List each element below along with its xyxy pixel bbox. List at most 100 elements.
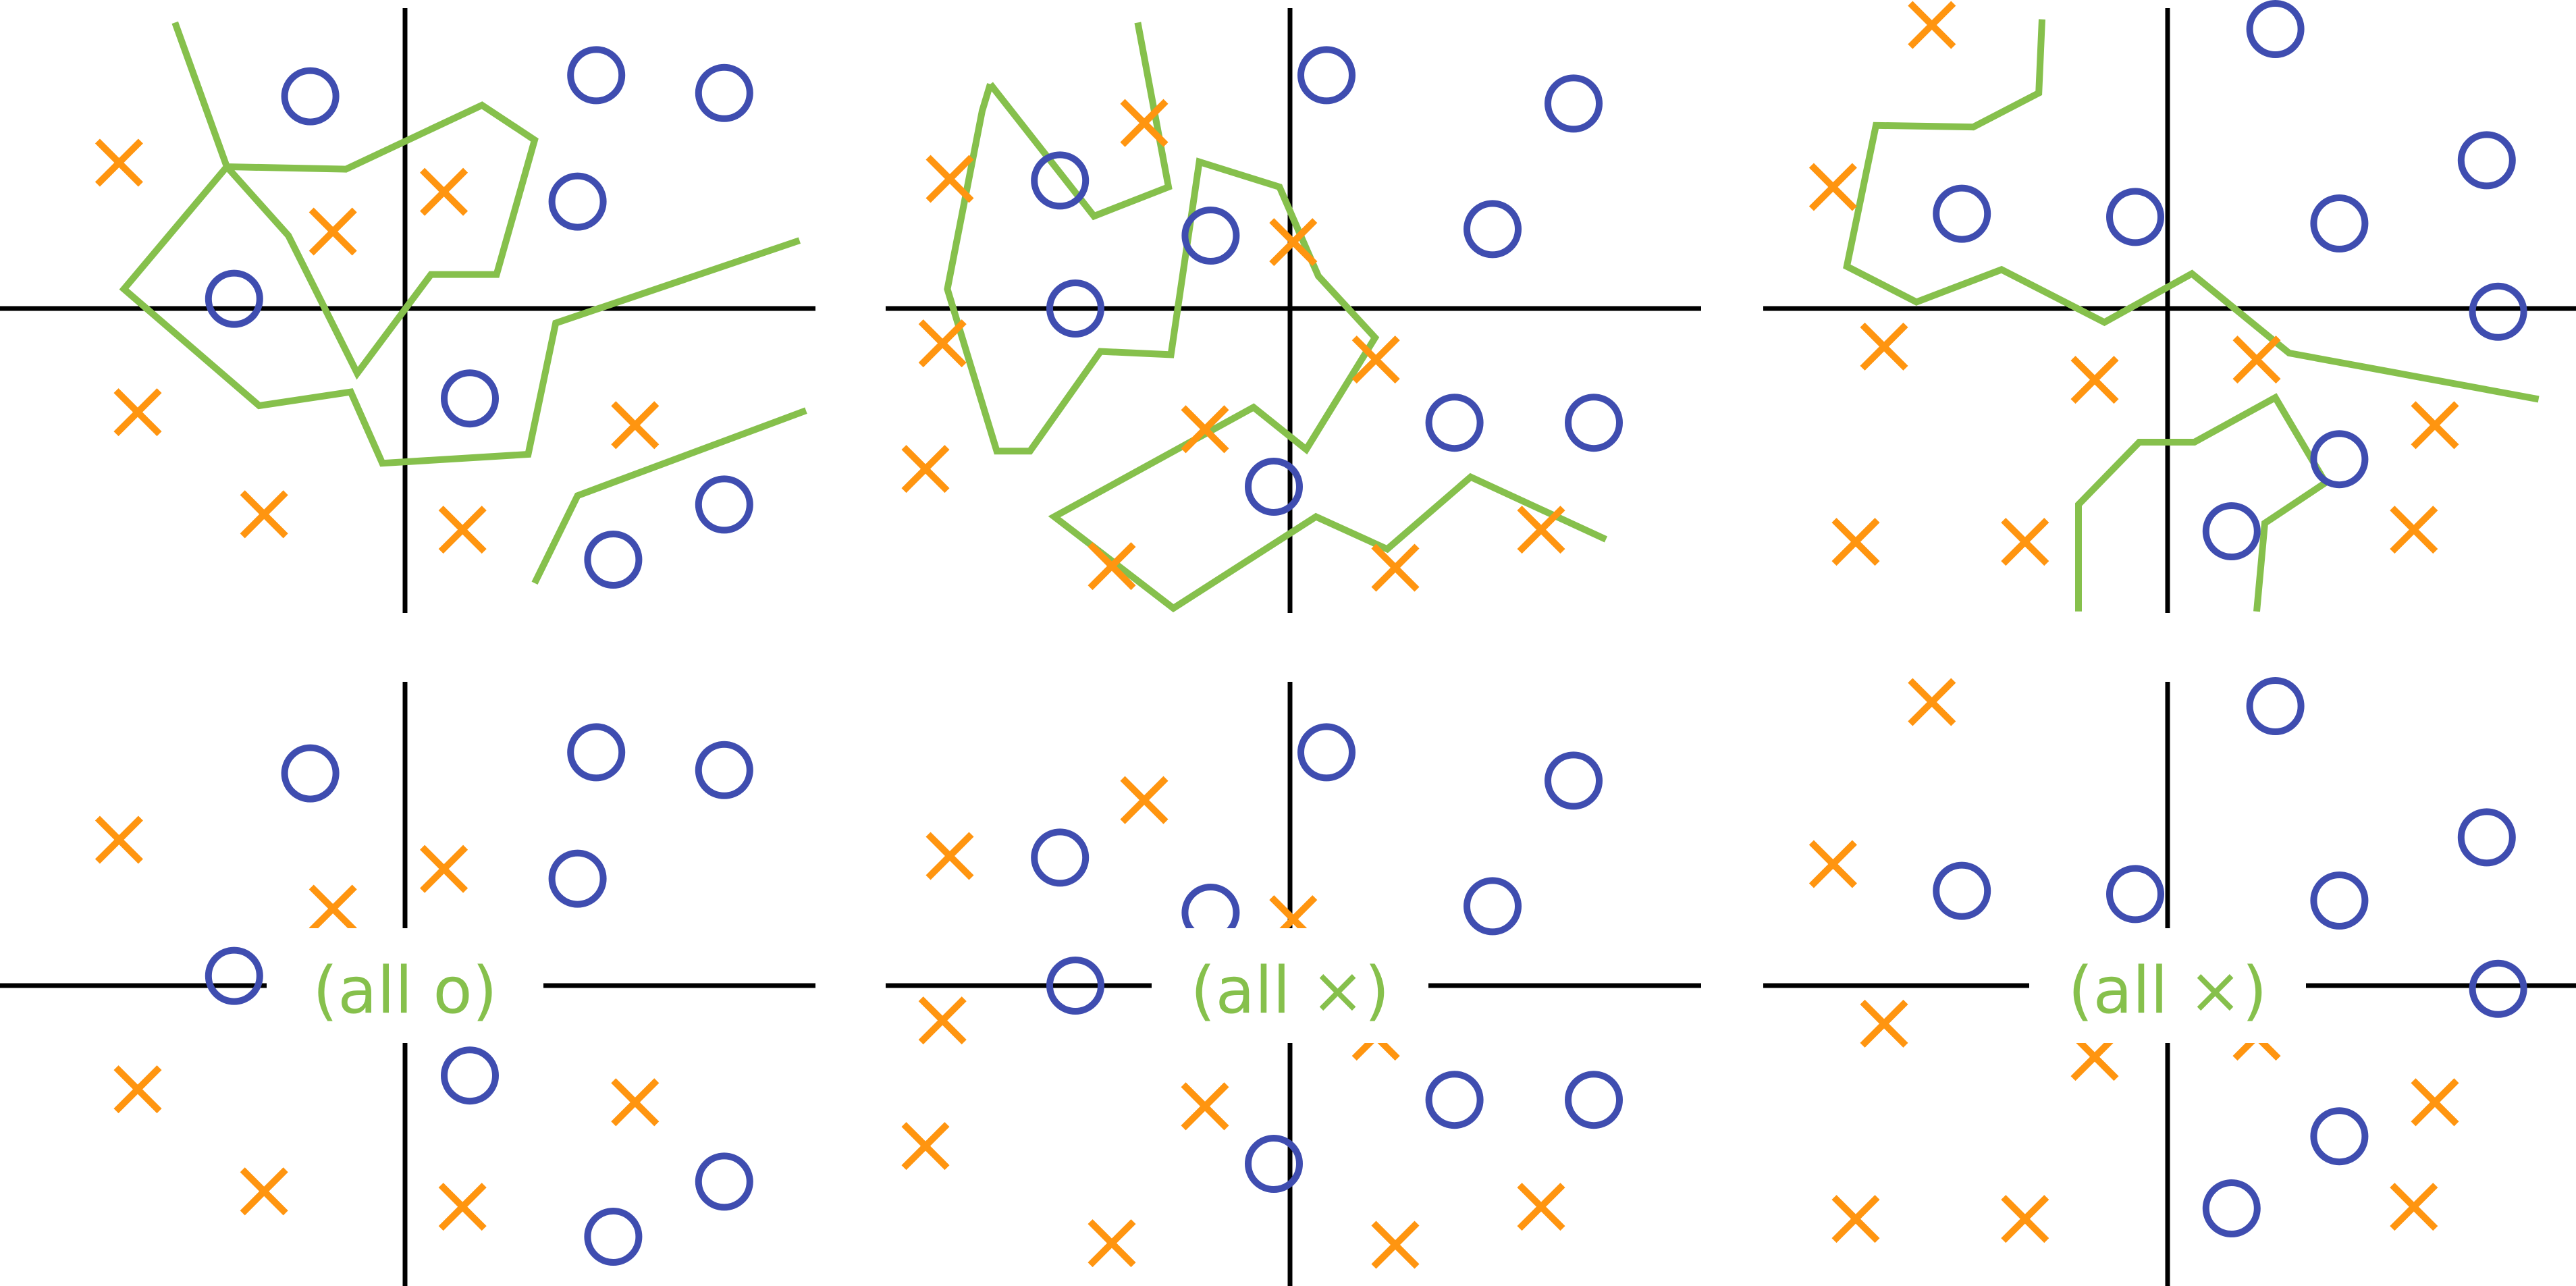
circle-marker (1245, 1135, 1303, 1193)
panel-bottom-right: (all ×) (1763, 677, 2576, 1286)
decision-boundary-1 (1843, 19, 2540, 403)
cross-marker (1831, 1195, 1880, 1243)
cross-marker (2411, 1078, 2459, 1127)
panel-top-right (1763, 0, 2576, 613)
circle-marker (1297, 723, 1356, 782)
cross-marker (113, 1065, 162, 1114)
cross-marker (925, 155, 974, 203)
cross-marker (240, 1167, 288, 1216)
circle-marker (548, 849, 607, 908)
cross-marker (901, 445, 950, 493)
cross-marker (918, 319, 967, 368)
cross-marker (1120, 99, 1169, 147)
circle-marker (695, 63, 753, 122)
circle-marker (2106, 865, 2164, 923)
cross-marker (1351, 336, 1400, 384)
cross-marker (308, 884, 357, 933)
cross-marker (2411, 401, 2459, 450)
circle-marker (1565, 1071, 1623, 1129)
cross-marker (95, 815, 143, 864)
cross-marker (2390, 1183, 2438, 1231)
circle-marker (2246, 677, 2305, 735)
cross-marker (2390, 506, 2438, 554)
panel-top-mid (886, 8, 1701, 613)
circle-marker (2469, 959, 2527, 1018)
cross-marker (611, 401, 660, 450)
circle-marker (1031, 151, 1090, 210)
cross-marker (1908, 678, 1956, 726)
circle-marker (1425, 1071, 1484, 1129)
caption-group: (all ×) (2029, 928, 2306, 1043)
circle-marker (1046, 957, 1104, 1015)
caption-background (267, 928, 543, 1043)
cross-marker (438, 1183, 487, 1231)
cross-marker (420, 167, 468, 216)
cross-marker (420, 845, 468, 893)
cross-marker (1860, 322, 1908, 371)
circle-marker (1933, 861, 1991, 920)
circle-marker (1545, 74, 1603, 133)
cross-marker (1088, 1219, 1136, 1268)
circle-marker (2202, 502, 2261, 560)
circle-marker (2457, 808, 2516, 867)
circle-marker (1181, 207, 1240, 265)
circle-marker (2310, 430, 2369, 489)
circle-marker (695, 475, 753, 534)
cross-marker (1517, 1183, 1565, 1231)
circle-marker (1464, 877, 1522, 936)
circle-marker (281, 744, 340, 803)
circle-marker (1046, 279, 1104, 338)
cross-marker (1808, 840, 1857, 888)
cross-marker (2001, 518, 2049, 566)
cross-marker (2232, 336, 2281, 384)
cross-marker (1371, 543, 1420, 592)
circle-marker (2457, 131, 2516, 190)
cross-marker (1908, 1, 1956, 49)
cross-marker (1120, 776, 1169, 824)
circle-marker (567, 46, 626, 105)
cross-marker (1831, 518, 1880, 566)
circle-marker (1425, 394, 1484, 452)
circle-marker (1464, 200, 1522, 259)
cross-marker (1181, 405, 1229, 454)
cross-marker (308, 207, 357, 256)
decision-boundary-2 (531, 407, 807, 585)
circle-marker (584, 1208, 643, 1266)
circle-marker (695, 741, 753, 799)
circle-marker (205, 946, 263, 1005)
cross-marker (95, 138, 143, 187)
cross-marker (240, 490, 288, 539)
panel-bottom-mid: (all ×) (886, 682, 1701, 1286)
decision-boundary-2 (2075, 393, 2330, 612)
circle-marker (441, 369, 499, 428)
circle-marker (441, 1046, 499, 1105)
caption-background (2029, 928, 2306, 1043)
cross-marker (2070, 356, 2119, 404)
decision-boundary-1 (944, 83, 1608, 613)
circle-marker (548, 172, 607, 231)
panel-caption: (all ×) (1191, 954, 1390, 1028)
circle-marker (584, 531, 643, 589)
circle-marker (2310, 194, 2369, 252)
circle-marker (695, 1152, 753, 1211)
decision-boundary-1 (119, 21, 801, 467)
caption-group: (all o) (267, 928, 543, 1043)
circle-marker (1565, 394, 1623, 452)
cross-marker (1860, 999, 1908, 1048)
cross-marker (1269, 218, 1318, 267)
circle-marker (2202, 1179, 2261, 1237)
decision-boundary-2 (988, 22, 1173, 221)
circle-marker (2310, 1107, 2369, 1166)
cross-marker (438, 506, 487, 554)
cross-marker (611, 1078, 660, 1127)
cross-marker (918, 996, 967, 1045)
circle-marker (1245, 458, 1303, 516)
circle-marker (2469, 282, 2527, 341)
cross-marker (113, 388, 162, 437)
circle-marker (1933, 184, 1991, 243)
cross-marker (925, 832, 974, 880)
panel-caption: (all o) (313, 954, 497, 1028)
panel-top-left (0, 8, 815, 613)
panel-bottom-left: (all o) (0, 682, 815, 1286)
